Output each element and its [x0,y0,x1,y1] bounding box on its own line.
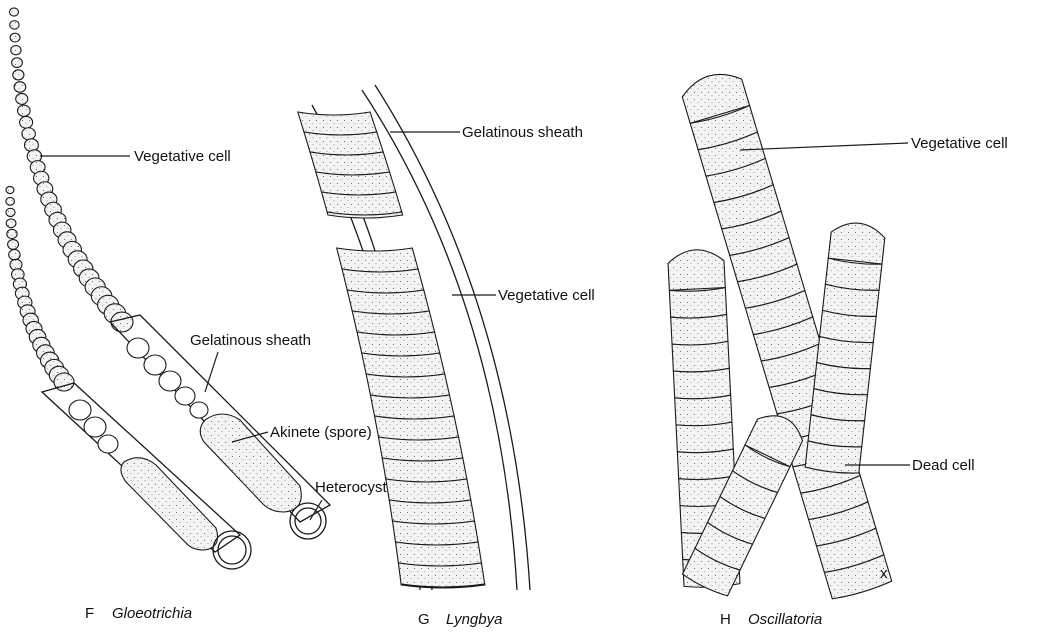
lyngbya-cell [310,152,390,175]
akinete-left [121,458,218,550]
lyngbya-cell [395,542,481,566]
caption-name-oscillatoria: Oscillatoria [748,611,822,628]
lyngbya-panel: Gelatinous sheath Vegetative cell G Lyng… [298,85,595,628]
lyngbya-cell [370,395,454,419]
lyngbya-cell [366,374,449,398]
lyngbya-cell [386,479,471,503]
lyngbya-cell [316,172,396,195]
lyngbya-cell [378,437,462,461]
oscillatoria-cell [828,223,885,264]
oscillatoria-cell [673,368,730,399]
gloeotrichia-bead-cell [14,82,26,93]
label-vegetative-cell-g: Vegetative cell [498,287,595,304]
gloeotrichia-bead-cell [9,250,20,260]
label-akinete: Akinete (spore) [270,424,372,441]
oscillatoria-cell [671,314,728,345]
mark-x: x [880,565,888,582]
pointer-vegetative-cell-h [740,143,908,150]
heterocyst-right [290,503,326,539]
lyngbya-cell [389,500,474,524]
gloeotrichia-bead-cell [16,93,28,104]
gloeotrichia-filament-long [10,8,134,332]
lyngbya-cell [375,416,459,440]
gloeotrichia-bead-cell [13,70,24,80]
caption-name-gloeotrichia: Gloeotrichia [112,605,192,622]
lyngbya-cell [347,290,429,314]
label-vegetative-cell-f: Vegetative cell [134,148,231,165]
gloeotrichia-bead-cell [7,229,17,238]
label-vegetative-cell-h: Vegetative cell [911,135,1008,152]
gloeotrichia-panel: Vegetative cell Gelatinous sheath Akinet… [6,8,388,622]
label-dead-cell: Dead cell [912,457,975,474]
lyngbya-cell [342,269,424,293]
lyngbya-cell [352,311,434,335]
label-gelatinous-sheath-f: Gelatinous sheath [190,332,311,349]
gloeotrichia-bead-cell [6,219,16,228]
gloeotrichia-bead-cell [111,312,133,332]
caption-letter-g: G [418,611,430,628]
gloeotrichia-bead-cell [10,21,19,30]
oscillatoria-cell [675,395,732,426]
caption-letter-h: H [720,611,731,628]
lyngbya-cell [304,132,383,155]
gloeotrichia-bead-cell [6,197,15,205]
label-gelatinous-sheath-g: Gelatinous sheath [462,124,583,141]
gloeotrichia-bead-cell [8,240,19,250]
gloeotrichia-bead-cell [10,8,19,16]
gloeotrichia-bead-cell [12,58,23,68]
gloeotrichia-bead-cell [22,128,35,140]
lyngbya-cell [392,521,478,545]
lyngbya-cell [398,563,484,587]
lyngbya-cell [382,458,467,482]
gloeotrichia-bead-cell [11,46,21,55]
caption-name-lyngbya: Lyngbya [446,611,502,628]
oscillatoria-panel: Vegetative cell Dead cell x H Oscillator… [668,74,1008,628]
gloeotrichia-sheath-cells-right [127,338,208,418]
lyngbya-cell [337,248,418,272]
oscillatoria-cell [669,288,726,319]
gloeotrichia-bead-cell [10,259,22,270]
lyngbya-cell [322,192,402,215]
lyngbya-cell [298,112,377,135]
lyngbya-cell [362,353,445,377]
gloeotrichia-bead-cell [10,33,20,42]
lyngbya-cell [357,332,440,356]
oscillatoria-cell [676,422,733,453]
lyngbya-upper-segment [298,112,403,218]
gloeotrichia-bead-cell [6,186,14,193]
gloeotrichia-sheath-cells-left [69,400,118,453]
gloeotrichia-bead-cell [18,105,31,116]
caption-letter-f: F [85,605,94,622]
gloeotrichia-bead-cell [20,116,33,128]
oscillatoria-cell [677,449,734,480]
gloeotrichia-bead-cell [6,208,15,216]
label-heterocyst: Heterocyst [315,479,388,496]
oscillatoria-cell [668,250,725,290]
oscillatoria-cell [672,341,729,372]
